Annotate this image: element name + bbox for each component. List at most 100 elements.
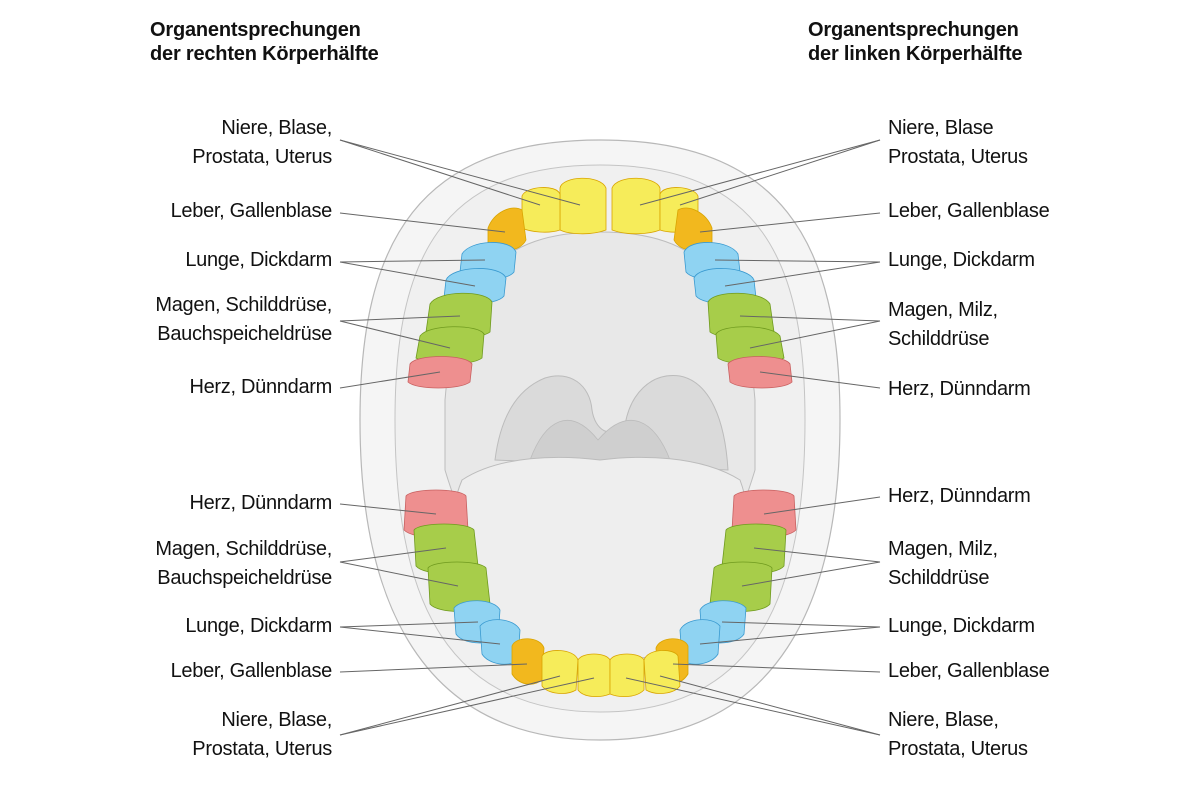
label-line: Bauchspeicheldrüse bbox=[157, 567, 332, 589]
leader-line bbox=[339, 677, 595, 736]
label-line: Niere, Blase, bbox=[888, 709, 999, 731]
label-lower-right-molars: Magen, Milz, Schilddrüse bbox=[888, 535, 998, 593]
label-lower-right-wisdom: Herz, Dünndarm bbox=[888, 482, 1031, 511]
lower-lateral-incisor-right bbox=[541, 650, 579, 694]
upper-central-incisor-right bbox=[559, 177, 607, 235]
leader-line bbox=[339, 561, 459, 587]
label-line: Leber, Gallenblase bbox=[888, 660, 1050, 682]
label-lower-left-premolars: Lunge, Dickdarm bbox=[185, 612, 332, 641]
leader-line bbox=[679, 139, 881, 206]
label-line: Leber, Gallenblase bbox=[888, 200, 1050, 222]
label-line: Herz, Dünndarm bbox=[189, 492, 332, 514]
leader-line bbox=[739, 315, 881, 322]
leader-line bbox=[714, 259, 881, 263]
upper-lateral-incisor-right bbox=[521, 187, 561, 233]
leader-lines bbox=[339, 139, 881, 736]
label-line: Niere, Blase, bbox=[221, 117, 332, 139]
heading-right-half: Organentsprechungen der rechten Körperhä… bbox=[150, 18, 379, 66]
leader-line bbox=[339, 621, 479, 628]
leader-line bbox=[753, 547, 881, 563]
label-lower-left-wisdom: Herz, Dünndarm bbox=[189, 489, 332, 518]
heading-line: Organentsprechungen bbox=[150, 19, 361, 41]
label-upper-right-incisors: Niere, Blase Prostata, Uterus bbox=[888, 114, 1028, 172]
upper-teeth bbox=[487, 177, 713, 251]
label-lower-left-canine: Leber, Gallenblase bbox=[170, 657, 333, 686]
leader-line bbox=[339, 371, 441, 389]
leader-line bbox=[724, 261, 881, 287]
label-line: Prostata, Uterus bbox=[888, 738, 1028, 760]
leader-line bbox=[339, 139, 581, 206]
leader-line bbox=[749, 320, 881, 349]
label-line: Magen, Milz, bbox=[888, 299, 998, 321]
leader-line bbox=[699, 626, 881, 645]
label-line: Magen, Schilddrüse, bbox=[155, 294, 332, 316]
label-upper-left-incisors: Niere, Blase, Prostata, Uterus bbox=[192, 114, 332, 172]
lower-molars bbox=[413, 523, 787, 612]
leader-line bbox=[339, 675, 561, 736]
label-lower-right-premolars: Lunge, Dickdarm bbox=[888, 612, 1035, 641]
label-upper-right-premolars: Lunge, Dickdarm bbox=[888, 246, 1035, 275]
lower-central-incisor-right bbox=[577, 653, 611, 698]
leader-line bbox=[339, 320, 451, 349]
lower-central-incisor-left bbox=[609, 653, 645, 698]
label-line: Niere, Blase bbox=[888, 117, 994, 139]
heading-line: der linken Körperhälfte bbox=[808, 43, 1023, 65]
label-line: Lunge, Dickdarm bbox=[888, 615, 1035, 637]
label-line: Lunge, Dickdarm bbox=[185, 615, 332, 637]
leader-line bbox=[339, 139, 541, 206]
leader-line bbox=[339, 212, 506, 233]
label-line: Leber, Gallenblase bbox=[170, 200, 333, 222]
label-upper-left-molars: Magen, Schilddrüse, Bauchspeicheldrüse bbox=[155, 291, 332, 349]
label-line: Prostata, Uterus bbox=[192, 146, 332, 168]
leader-line bbox=[721, 621, 881, 628]
label-line: Magen, Schilddrüse, bbox=[155, 538, 332, 560]
label-line: Herz, Dünndarm bbox=[888, 485, 1031, 507]
label-lower-right-canine: Leber, Gallenblase bbox=[888, 657, 1050, 686]
heading-line: der rechten Körperhälfte bbox=[150, 43, 379, 65]
label-upper-left-wisdom: Herz, Dünndarm bbox=[189, 373, 332, 402]
heading-left-half: Organentsprechungen der linken Körperhäl… bbox=[808, 18, 1023, 66]
label-lower-right-incisors: Niere, Blase, Prostata, Uterus bbox=[888, 706, 1028, 764]
label-line: Lunge, Dickdarm bbox=[185, 249, 332, 271]
label-upper-right-molars: Magen, Milz, Schilddrüse bbox=[888, 296, 998, 354]
lower-lateral-incisor-left bbox=[643, 650, 681, 694]
leader-line bbox=[339, 503, 437, 515]
heading-line: Organentsprechungen bbox=[808, 19, 1019, 41]
label-lower-left-molars: Magen, Schilddrüse, Bauchspeicheldrüse bbox=[155, 535, 332, 593]
leader-line bbox=[339, 547, 447, 563]
leader-line bbox=[339, 261, 476, 287]
label-line: Leber, Gallenblase bbox=[170, 660, 333, 682]
upper-central-incisor-left bbox=[611, 177, 661, 235]
label-upper-right-wisdom: Herz, Dünndarm bbox=[888, 375, 1031, 404]
lower-canine-right bbox=[511, 638, 545, 685]
leader-line bbox=[659, 675, 881, 736]
lower-front-teeth bbox=[511, 638, 689, 698]
label-line: Schilddrüse bbox=[888, 328, 990, 350]
label-line: Schilddrüse bbox=[888, 567, 990, 589]
upper-molar-2-left bbox=[715, 326, 785, 365]
leader-line bbox=[639, 139, 881, 206]
label-line: Magen, Milz, bbox=[888, 538, 998, 560]
lower-premolar-1-left bbox=[679, 619, 721, 665]
leader-line bbox=[339, 315, 461, 322]
leader-line bbox=[763, 496, 881, 515]
leader-line bbox=[339, 259, 486, 263]
label-line: Bauchspeicheldrüse bbox=[157, 323, 332, 345]
label-upper-left-premolars: Lunge, Dickdarm bbox=[185, 246, 332, 275]
leader-line bbox=[339, 626, 501, 645]
label-line: Lunge, Dickdarm bbox=[888, 249, 1035, 271]
label-upper-left-canine: Leber, Gallenblase bbox=[170, 197, 333, 226]
label-lower-left-incisors: Niere, Blase, Prostata, Uterus bbox=[192, 706, 332, 764]
throat bbox=[529, 420, 671, 461]
label-upper-right-canine: Leber, Gallenblase bbox=[888, 197, 1050, 226]
label-line: Prostata, Uterus bbox=[888, 146, 1028, 168]
leader-line bbox=[339, 663, 528, 673]
label-line: Herz, Dünndarm bbox=[888, 378, 1031, 400]
leader-line bbox=[672, 663, 881, 673]
leader-line bbox=[699, 212, 881, 233]
leader-line bbox=[741, 561, 881, 587]
label-line: Herz, Dünndarm bbox=[189, 376, 332, 398]
leader-line bbox=[759, 371, 881, 389]
